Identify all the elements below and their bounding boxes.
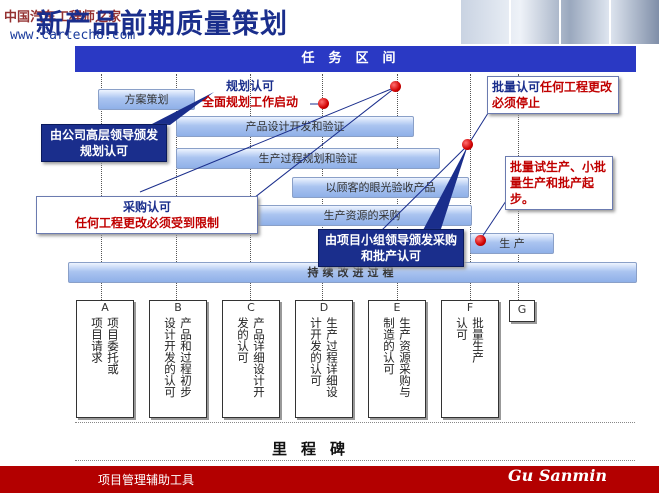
milestone-column-c: C 产品详细设计开发的认可: [222, 300, 280, 418]
milestone-dot: [475, 235, 486, 246]
callout-plan-approval: 规划认可 全面规划工作启动: [186, 76, 314, 112]
callout-batch-approval: 批量认可任何工程更改必须停止: [487, 76, 619, 114]
watermark-text: 中国汽车工程师之家: [4, 10, 122, 25]
page-title: 新产品前期质量策划: [36, 9, 288, 40]
divider-line: [75, 422, 635, 423]
divider-line: [250, 74, 252, 300]
phase-bar-process-planning: 生产过程规划和验证: [176, 148, 440, 169]
column-letter: E: [393, 301, 401, 314]
milestone-column-d: D 生产过程详细设计开发的认可: [295, 300, 353, 418]
column-text: 生产过程详细设: [325, 317, 339, 398]
column-letter: A: [101, 301, 109, 314]
column-letter: D: [319, 301, 329, 314]
milestone-dot: [462, 139, 473, 150]
milestone-column-b: B 产品和过程初步设计开发的认可: [149, 300, 207, 418]
column-text: 制造的认可: [382, 317, 396, 375]
watermark-url: www.cartech8.com: [10, 28, 136, 43]
column-text: 项目委托或: [106, 317, 120, 375]
footer-left-text: 项目管理辅助工具: [98, 473, 195, 487]
milestone-column-e: E 生产资源采购与制造的认可: [368, 300, 426, 418]
column-text: 批量生产: [471, 317, 485, 363]
column-letter: B: [174, 301, 182, 314]
task-range-header: 任务区间: [75, 46, 636, 72]
callout-purchase-approval: 采购认可 任何工程更改必须受到限制: [36, 196, 258, 234]
column-letter: F: [466, 301, 474, 314]
milestone-dot: [318, 98, 329, 109]
milestone-column-g: G: [509, 300, 535, 322]
column-letter: C: [247, 301, 255, 314]
callout-plan-title: 规划认可: [225, 79, 274, 93]
phase-bar-concept: 方案策划: [98, 89, 195, 110]
column-text: 产品详细设计开: [252, 317, 266, 398]
column-text: 项目请求: [90, 317, 104, 363]
phase-bar-product-design: 产品设计开发和验证: [176, 116, 414, 137]
footer-bar: [0, 466, 659, 493]
column-text: 认可: [455, 317, 469, 340]
callout-team-approval: 由项目小组领导颁发采购和批产认可: [318, 229, 464, 267]
column-text: 计开发的认可: [309, 317, 323, 386]
phase-bar-customer-acceptance: 以顾客的眼光验收产品: [292, 177, 469, 198]
column-text: 发的认可: [236, 317, 250, 363]
column-text: 生产资源采购与: [398, 317, 412, 398]
callout-trial-production: 批量试生产、小批量生产和批产起步。: [505, 156, 613, 210]
phase-bar-production: 生 产: [470, 233, 554, 254]
divider-line: [75, 460, 635, 461]
column-letter: G: [517, 303, 527, 316]
milestone-column-a: A 项目委托或项目请求: [76, 300, 134, 418]
divider-line: [101, 74, 103, 300]
callout-purchase-body: 任何工程更改必须受到限制: [74, 216, 219, 230]
callout-batch-title: 批量认可: [492, 80, 541, 94]
footer-author: Gu Sanmin: [508, 466, 608, 485]
callout-purchase-title: 采购认可: [122, 200, 171, 214]
column-text: 设计开发的认可: [163, 317, 177, 398]
callout-batch-body: 任何工程更改必须停止: [492, 80, 613, 110]
header-photo-strip: [461, 0, 659, 44]
milestone-label: 里程碑: [272, 440, 360, 458]
column-text: 产品和过程初步: [179, 317, 193, 398]
callout-plan-body: 全面规划工作启动: [201, 95, 298, 109]
divider-line: [470, 74, 472, 300]
divider-line: [176, 74, 178, 300]
callout-top-management: 由公司高层领导颁发规划认可: [41, 124, 167, 162]
milestone-dot: [390, 81, 401, 92]
milestone-column-f: F 批量生产认可: [441, 300, 499, 418]
